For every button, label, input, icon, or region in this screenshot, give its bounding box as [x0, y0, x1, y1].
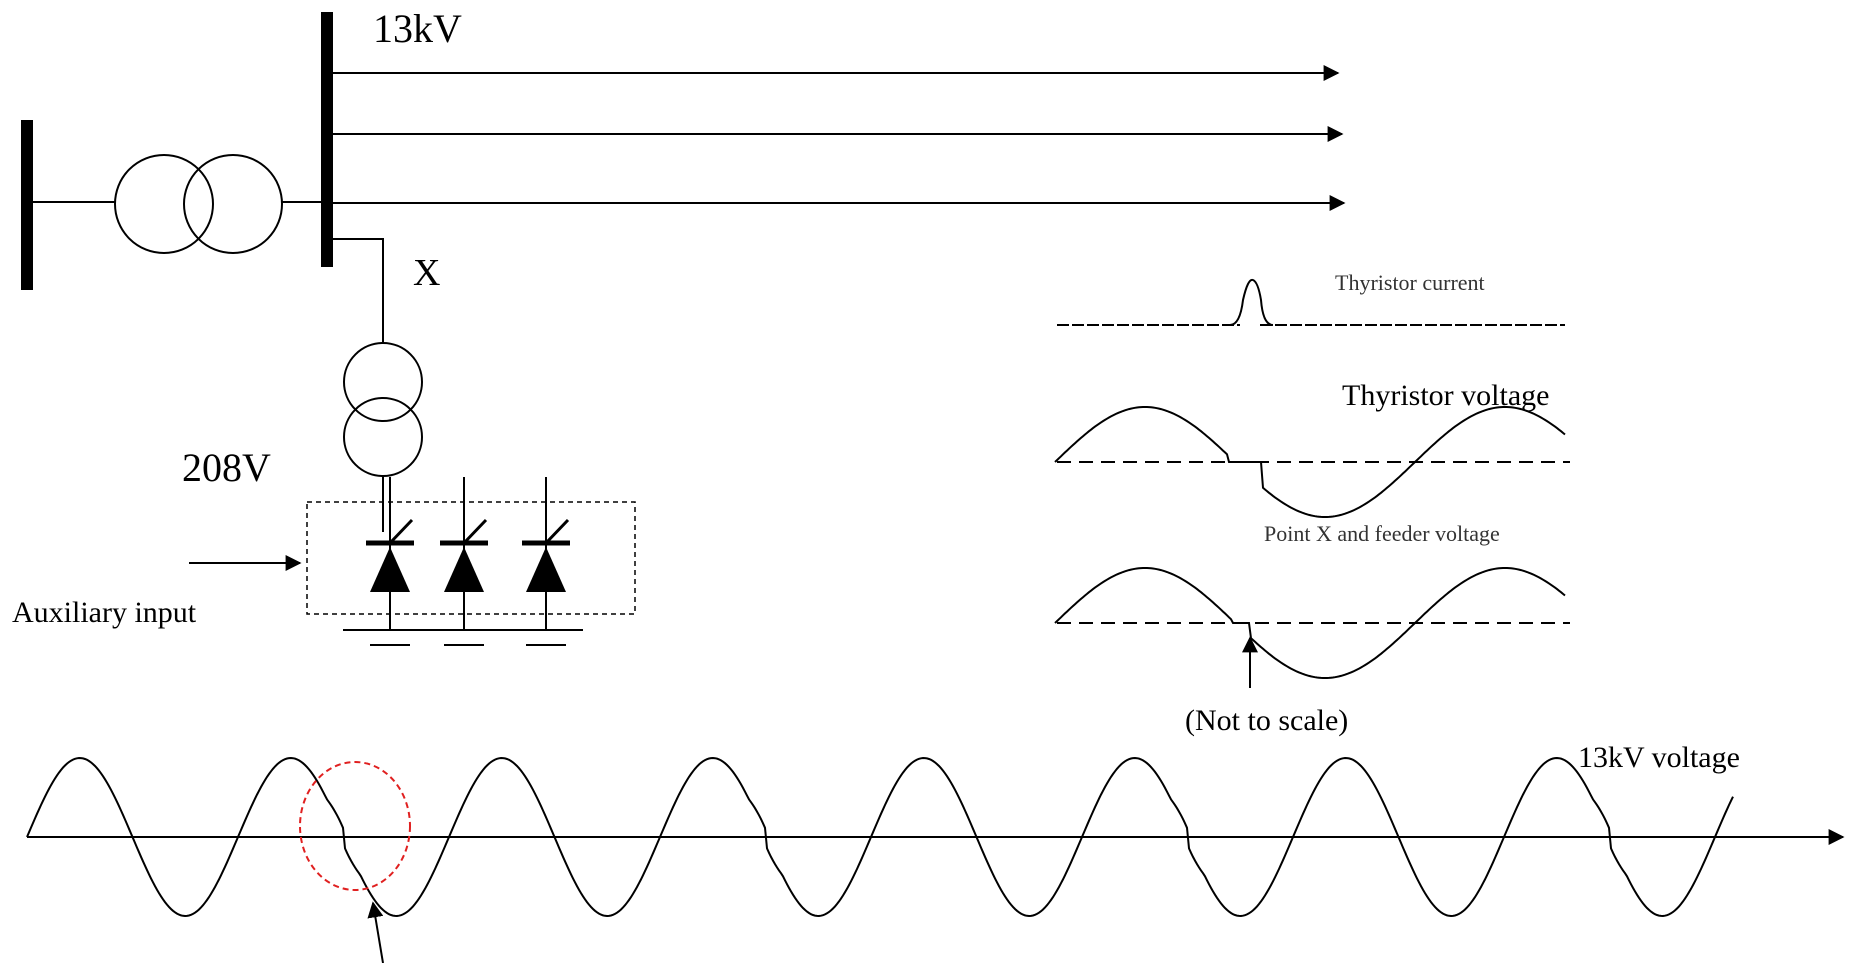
feeder-voltage-wave — [1054, 567, 1566, 679]
secondary-voltage-label: 208V — [182, 445, 271, 490]
main-transformer-secondary — [183, 154, 283, 254]
thyristor-bank — [366, 477, 570, 646]
point-x-feeder-voltage-label: Point X and feeder voltage — [1264, 521, 1500, 546]
point-x-label: X — [413, 252, 440, 294]
thyristor-current-pulse — [1229, 278, 1274, 326]
notch-callout-arrow — [367, 901, 384, 963]
tap-line — [333, 238, 384, 343]
waveform-title: 13kV voltage — [1578, 741, 1740, 774]
notch-highlight-circle — [299, 761, 411, 891]
thyristor-1 — [366, 477, 414, 646]
stepdown-transformer-secondary — [343, 397, 423, 477]
thyristor-current-label: Thyristor current — [1335, 270, 1485, 295]
thyristor-voltage-wave — [1054, 406, 1566, 518]
bus-voltage-label: 13kV — [373, 6, 462, 51]
voltage-13kv-wave — [26, 756, 1734, 918]
thyristor-3 — [522, 477, 570, 646]
thyristor-2 — [440, 477, 488, 646]
thyristor-bank-box — [306, 501, 636, 615]
main-transformer-primary — [114, 154, 214, 254]
not-to-scale-label: (Not to scale) — [1185, 704, 1348, 737]
thyristor-voltage-label: Thyristor voltage — [1342, 379, 1549, 412]
auxiliary-input-label: Auxiliary input — [12, 596, 197, 629]
stepdown-transformer-primary — [343, 342, 423, 422]
